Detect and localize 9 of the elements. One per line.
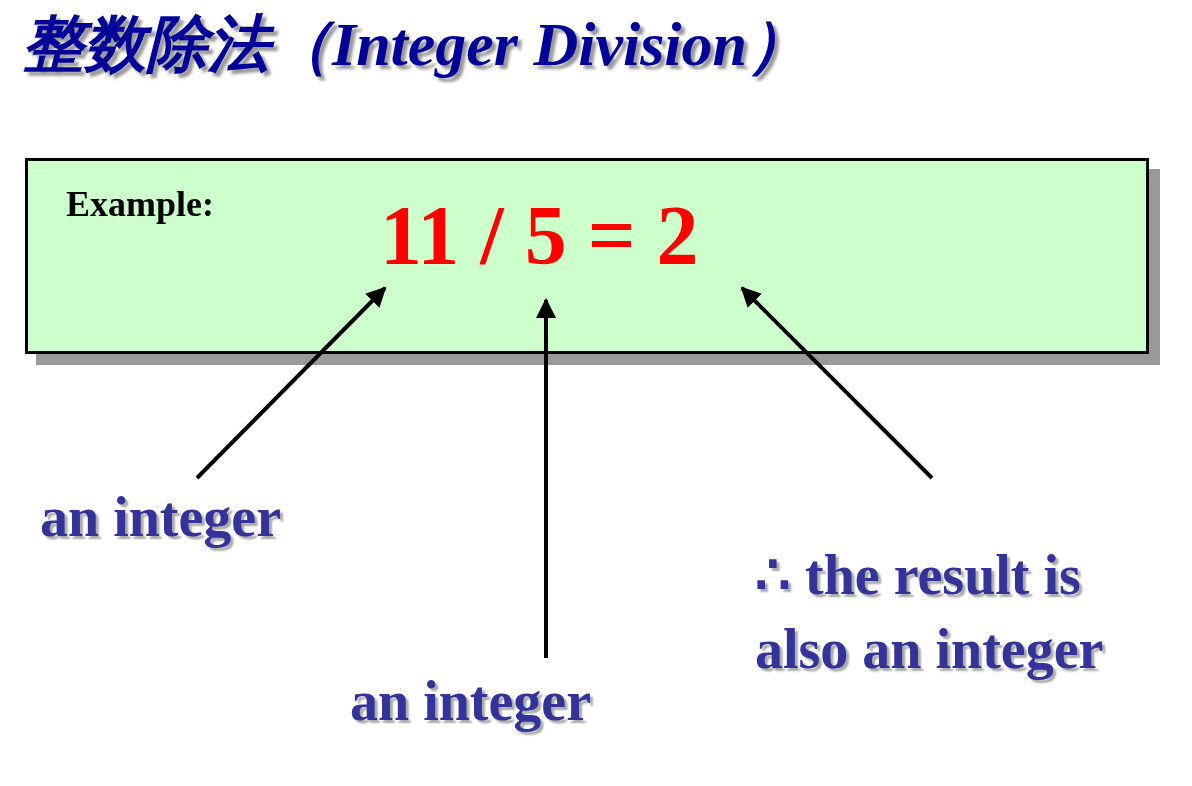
leader-arrow bbox=[195, 286, 387, 480]
leader-arrow bbox=[740, 286, 934, 480]
annotation-text: an integer bbox=[350, 664, 650, 738]
annotation-text: ∴ the result is also an integer bbox=[755, 538, 1155, 686]
example-label: Example: bbox=[66, 183, 214, 225]
leader-arrow bbox=[536, 298, 556, 658]
division-expression: 11 / 5 = 2 bbox=[380, 188, 699, 284]
title: 整数除法（Integer Division） bbox=[22, 9, 810, 80]
annotation-text: an integer bbox=[40, 480, 340, 554]
